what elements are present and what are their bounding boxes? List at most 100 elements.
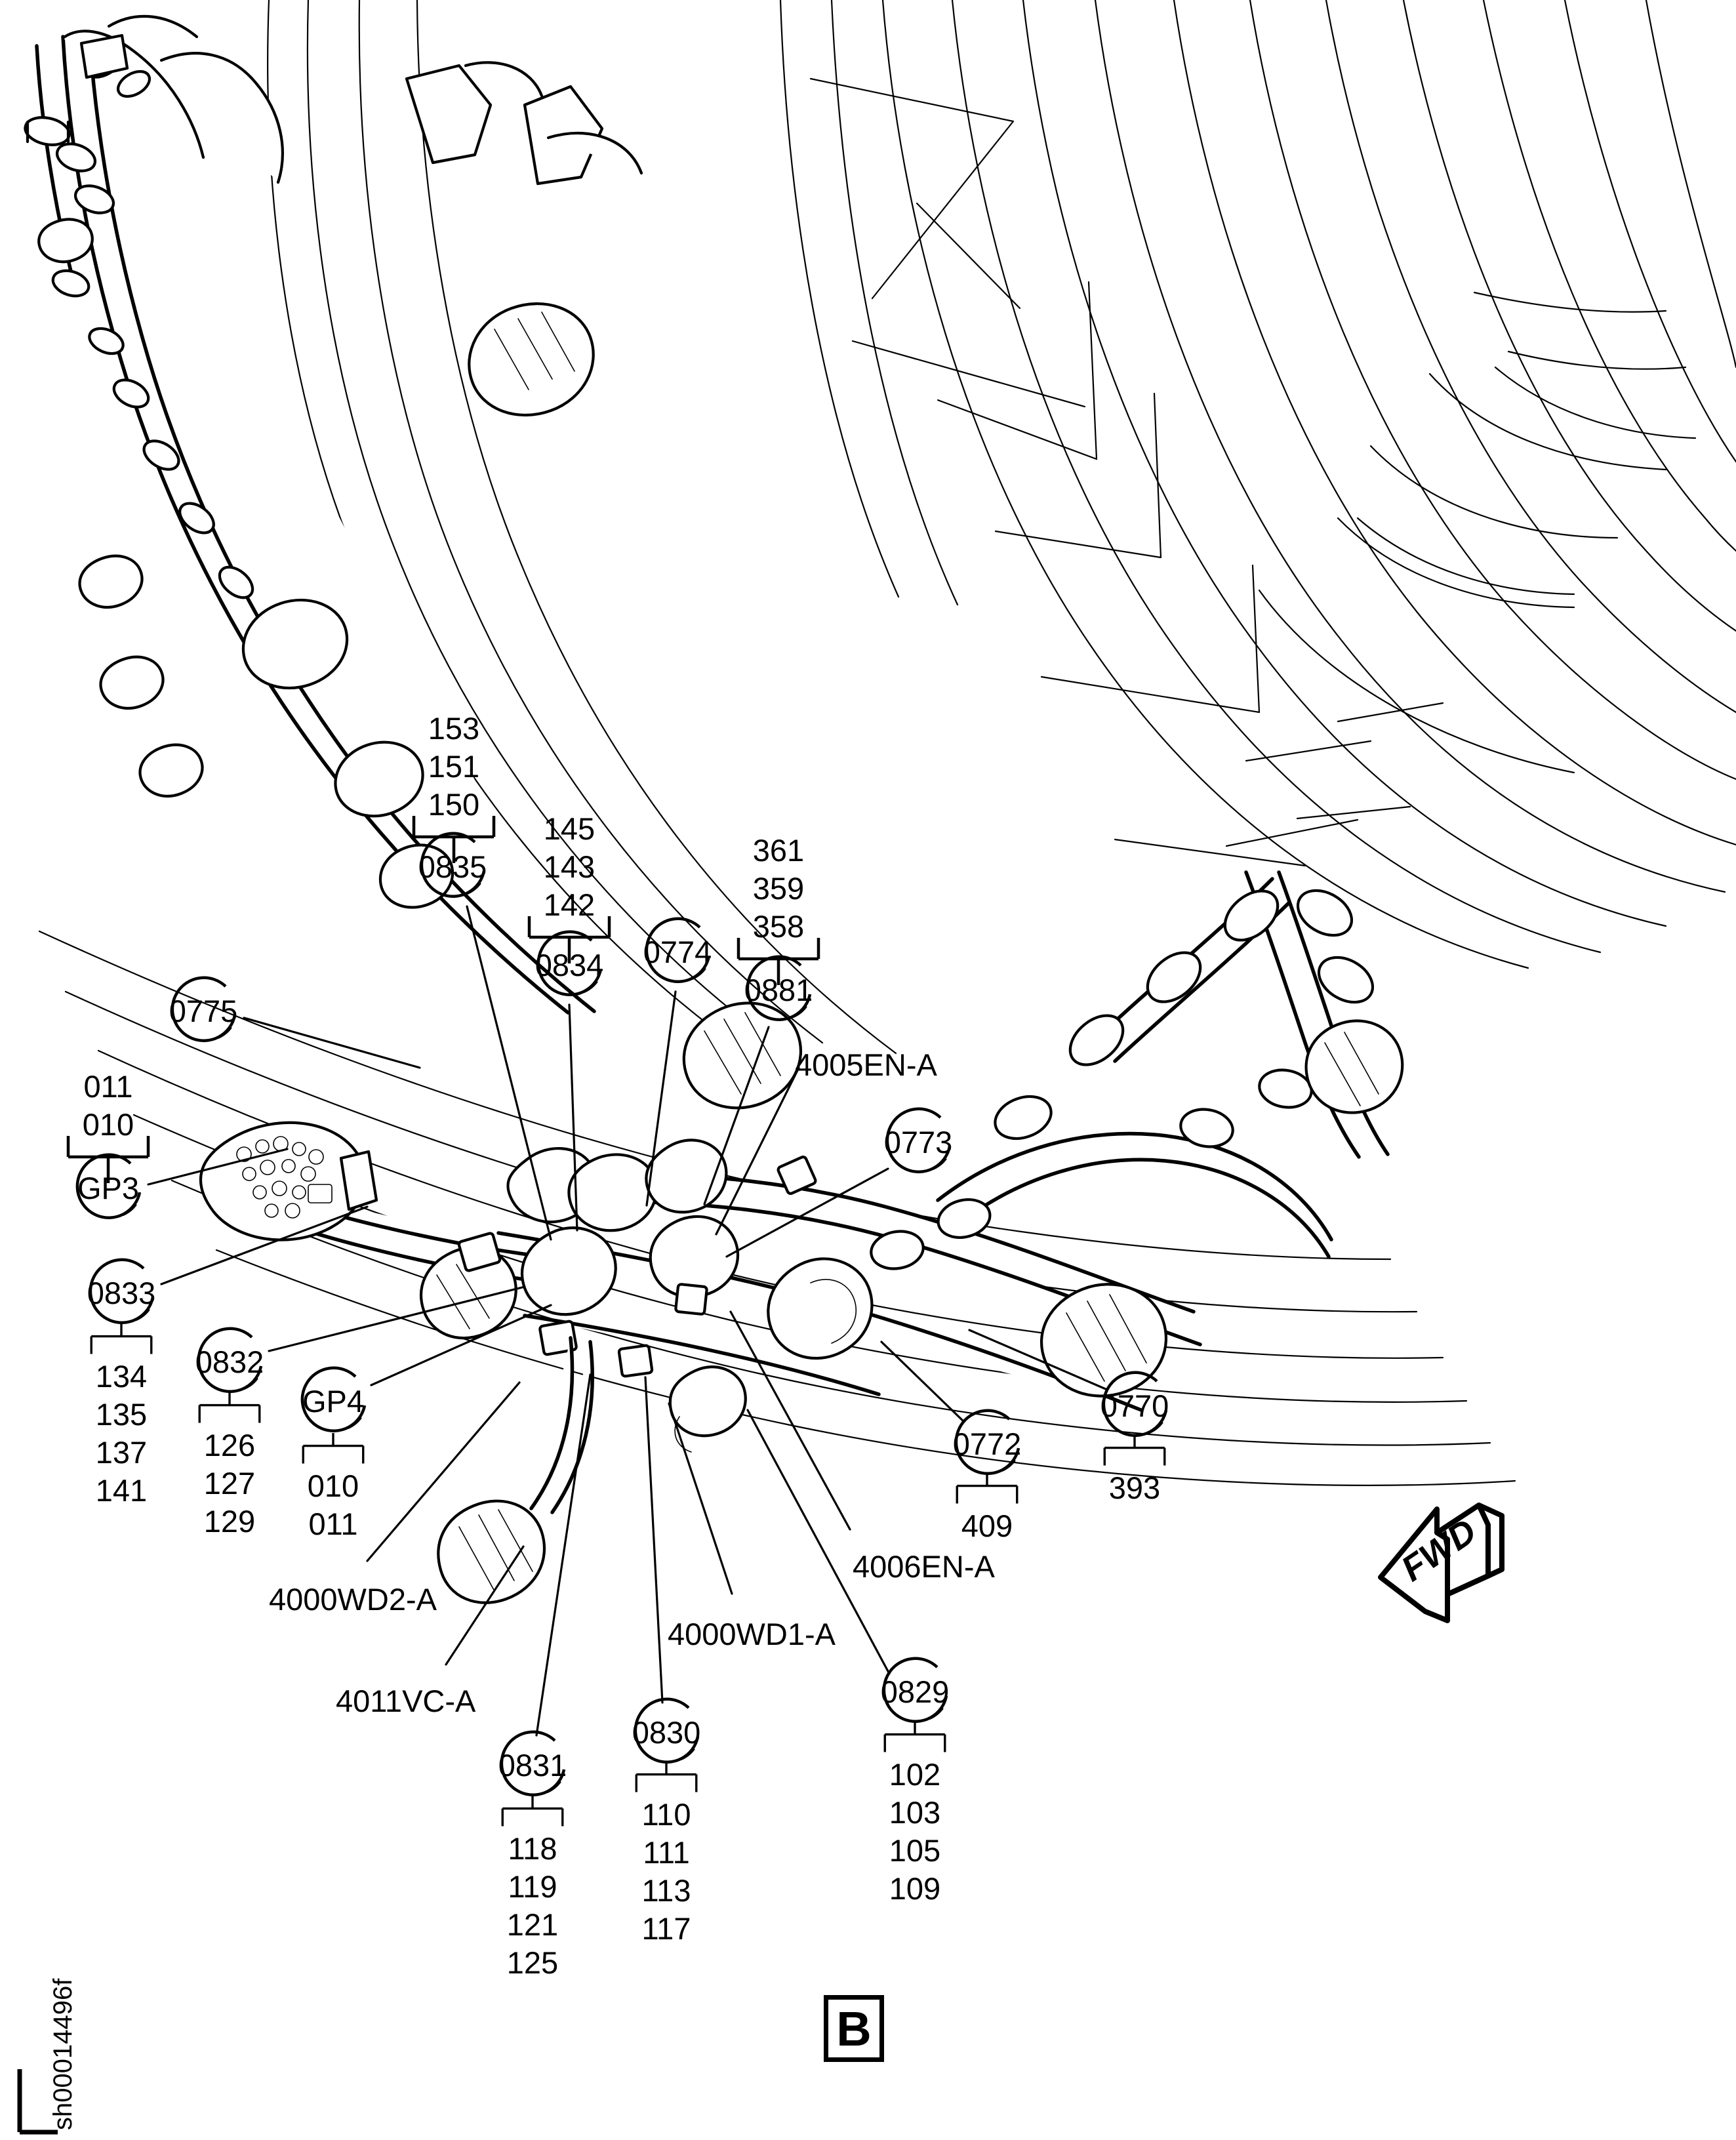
callout-bracket-0829 [883,1722,946,1752]
callout-id-0830: 0830 [632,1715,701,1750]
item-number: 126 [203,1428,256,1463]
callout-bubble-0831[interactable] [487,1718,578,1810]
callout-bracket-0832 [198,1392,261,1423]
zone-box: B [824,1995,884,2062]
item-number: 010 [307,1468,359,1503]
callout-bubble-0772[interactable] [941,1397,1033,1489]
item-number: 117 [641,1911,691,1946]
item-number: 145 [543,811,595,846]
part-label-4006en-a: 4006EN-A [853,1549,995,1584]
callout-bubble-0774[interactable] [632,905,723,997]
callout-bracket-0835 [412,816,496,863]
harness-central-hub [199,870,1404,1604]
callout-items-0772: 409 [938,1507,1036,1545]
callout-bubble-0835[interactable] [407,820,498,912]
item-number: 361 [752,833,805,868]
fan-vane-marks [809,77,1444,867]
item-number: 142 [543,887,595,922]
item-number: 358 [752,909,805,944]
callout-id-0829: 0829 [880,1674,950,1709]
callout-bubble-0832[interactable] [184,1315,275,1407]
item-number: 113 [641,1873,691,1908]
part-label-4000wd1-a: 4000WD1-A [668,1617,836,1651]
callout-id-0772: 0772 [952,1426,1022,1461]
item-number: 135 [95,1397,148,1432]
callout-id-0831: 0831 [498,1748,567,1783]
callout-bracket-0833 [90,1323,153,1354]
callout-bubble-GP3[interactable] [62,1141,154,1233]
harness-right-loops [870,870,1404,1270]
splice-cluster-left [199,1121,378,1242]
harness-clips [457,1156,817,1378]
callout-id-0774: 0774 [643,935,712,969]
callout-bracket-GP3 [66,1136,150,1183]
callout-bubble-GP4[interactable] [287,1354,379,1446]
item-number: 121 [506,1907,559,1942]
item-number: 134 [95,1359,148,1394]
item-number: 143 [543,849,595,884]
item-number: 011 [83,1069,133,1104]
leader-lines [147,905,1107,1737]
item-number: 409 [961,1508,1013,1543]
callout-bubble-0830[interactable] [620,1686,712,1777]
item-number: 137 [95,1435,148,1470]
item-number: 010 [82,1107,134,1142]
part-label-4005en-a: 4005EN-A [795,1047,937,1082]
callout-bracket-0770 [1103,1435,1166,1466]
item-number: 129 [203,1504,256,1539]
callout-bubble-0829[interactable] [869,1645,961,1737]
upper-left-plug-detail [405,61,643,416]
callout-bracket-0881 [737,938,820,985]
callout-bracket-0834 [527,916,611,963]
callout-bubble-0773[interactable] [872,1095,964,1187]
callout-bubble-0775[interactable] [157,964,249,1056]
item-number: 011 [308,1506,358,1541]
item-number: 103 [889,1795,941,1830]
callout-id-GP4: GP4 [302,1384,365,1419]
callout-id-0770: 0770 [1100,1388,1169,1423]
item-number: 109 [889,1871,941,1906]
callout-bubble-0833[interactable] [75,1246,167,1338]
callout-id-0832: 0832 [195,1344,264,1379]
callout-id-0775: 0775 [169,994,238,1028]
item-number: 393 [1108,1470,1161,1505]
sheet-code: sh00014496f [49,1978,77,2130]
item-number: 118 [508,1831,557,1866]
callout-bracket-GP4 [302,1433,365,1464]
item-number: 141 [95,1473,148,1508]
item-number: 359 [752,871,805,906]
item-number: 110 [641,1797,691,1832]
callout-bubble-0834[interactable] [523,918,615,1010]
callout-bracket-0772 [956,1473,1019,1504]
part-label-4011vc-a: 4011VC-A [336,1684,476,1718]
nacelle-outer-contours [267,0,959,1055]
item-number: 151 [428,749,480,784]
fwd-arrow-icon: FWD [1378,1503,1504,1623]
callout-bracket-0831 [501,1796,564,1827]
callout-bubble-0881[interactable] [733,943,824,1035]
callout-bubble-0770[interactable] [1089,1359,1181,1451]
callout-id-0833: 0833 [87,1276,156,1310]
callout-items-0770: 393 [1085,1469,1184,1507]
item-number: 153 [428,711,480,746]
item-number: 119 [508,1869,557,1904]
fan-case-inner-contours [881,0,1736,969]
item-number: 102 [889,1757,941,1792]
cowl-lip-curves [1258,291,1697,774]
harness-upper-left [24,14,643,1015]
callout-id-0773: 0773 [883,1125,953,1160]
item-number: 105 [889,1833,941,1868]
callout-bracket-0830 [635,1762,698,1792]
item-number: 125 [506,1945,559,1980]
harness-branch-block [420,1001,1168,1398]
